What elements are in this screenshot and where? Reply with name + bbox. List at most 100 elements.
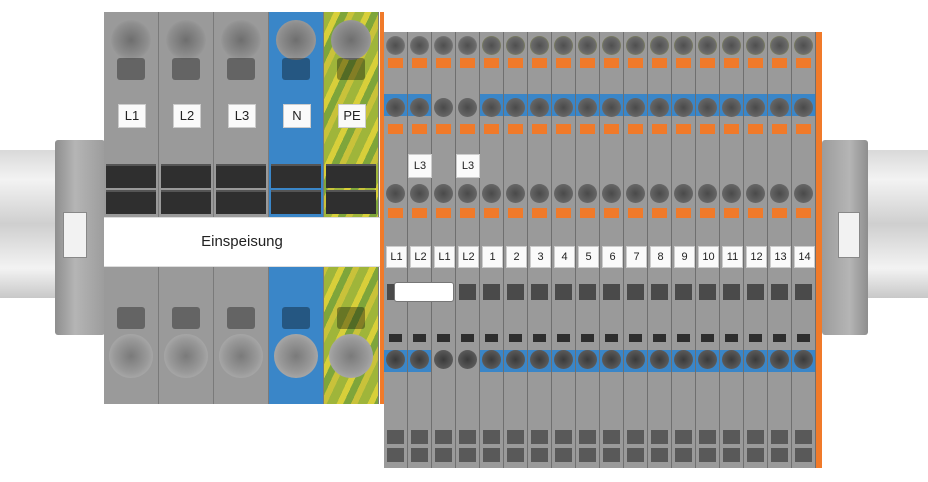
- jumper-slot: [216, 190, 266, 214]
- bottom-slot: [627, 448, 644, 462]
- end-bracket-left: [55, 140, 105, 335]
- push-button-orange: [628, 124, 643, 134]
- entry-circle: [650, 350, 669, 369]
- push-button-dark: [581, 334, 594, 342]
- dark-slot: [795, 284, 812, 300]
- entry-circle: [722, 184, 741, 203]
- terminal-label: 14: [794, 246, 815, 268]
- push-button-orange: [604, 208, 619, 218]
- entry-circle: [770, 36, 789, 55]
- screw-entry-bottom: [329, 334, 373, 378]
- distribution-terminal: 1: [480, 32, 504, 468]
- distribution-terminal: 12: [744, 32, 768, 468]
- push-button-dark: [509, 334, 522, 342]
- entry-circle: [602, 350, 621, 369]
- jumper-slot: [161, 190, 211, 214]
- push-button-orange: [772, 124, 787, 134]
- entry-circle: [602, 98, 621, 117]
- push-button-dark: [725, 334, 738, 342]
- bottom-slot: [747, 448, 764, 462]
- push-button-orange: [724, 208, 739, 218]
- entry-circle: [434, 36, 453, 55]
- terminal-label: 10: [698, 246, 719, 268]
- entry-circle: [482, 98, 501, 117]
- entry-circle: [674, 98, 693, 117]
- bottom-slot: [507, 448, 524, 462]
- push-button-dark: [389, 334, 402, 342]
- dark-slot: [771, 284, 788, 300]
- entry-circle: [410, 98, 429, 117]
- push-button-orange: [436, 124, 451, 134]
- push-button-orange: [628, 58, 643, 68]
- push-button-orange: [604, 124, 619, 134]
- terminal-label: 2: [506, 246, 527, 268]
- terminal-label: 6: [602, 246, 623, 268]
- wire-opening-bottom: [227, 307, 255, 329]
- entry-circle: [554, 98, 573, 117]
- push-button-orange: [676, 208, 691, 218]
- entry-circle: [578, 36, 597, 55]
- entry-circle: [674, 184, 693, 203]
- distribution-terminal: 11: [720, 32, 744, 468]
- screw-entry-bottom: [274, 334, 318, 378]
- bottom-slot: [675, 448, 692, 462]
- push-button-orange: [676, 124, 691, 134]
- jumper-slot: [106, 190, 156, 214]
- entry-circle: [554, 36, 573, 55]
- bottom-slot: [579, 448, 596, 462]
- bottom-slot: [603, 430, 620, 444]
- dark-slot: [747, 284, 764, 300]
- push-button-orange: [796, 58, 811, 68]
- dark-slot: [531, 284, 548, 300]
- entry-circle: [626, 98, 645, 117]
- entry-circle: [650, 184, 669, 203]
- entry-circle: [698, 184, 717, 203]
- push-button-orange: [748, 58, 763, 68]
- entry-circle: [458, 350, 477, 369]
- entry-circle: [386, 36, 405, 55]
- entry-circle: [770, 350, 789, 369]
- entry-circle: [458, 184, 477, 203]
- feed-terminal: L3: [214, 12, 269, 404]
- entry-circle: [554, 184, 573, 203]
- feed-label: L3: [228, 104, 256, 128]
- distribution-terminal: 14: [792, 32, 816, 468]
- entry-circle: [770, 98, 789, 117]
- bottom-slot: [531, 430, 548, 444]
- push-button-orange: [580, 124, 595, 134]
- entry-circle: [794, 36, 813, 55]
- push-button-orange: [388, 58, 403, 68]
- bottom-slot: [675, 430, 692, 444]
- entry-circle: [650, 36, 669, 55]
- jumper-slot: [161, 164, 211, 188]
- screw-entry-top: [276, 20, 316, 60]
- distribution-terminal: 3: [528, 32, 552, 468]
- terminal-label: 3: [530, 246, 551, 268]
- bottom-slot: [627, 430, 644, 444]
- terminal-label: L1: [434, 246, 455, 268]
- bottom-slot: [603, 448, 620, 462]
- push-button-orange: [652, 124, 667, 134]
- terminal-label: 9: [674, 246, 695, 268]
- terminal-label: L2: [410, 246, 431, 268]
- entry-circle: [530, 350, 549, 369]
- push-button-orange: [388, 208, 403, 218]
- bottom-slot: [555, 448, 572, 462]
- push-button-orange: [796, 208, 811, 218]
- bottom-slot: [579, 430, 596, 444]
- entry-circle: [722, 36, 741, 55]
- push-button-orange: [748, 208, 763, 218]
- entry-circle: [794, 98, 813, 117]
- bottom-slot: [483, 430, 500, 444]
- entry-circle: [722, 350, 741, 369]
- entry-circle: [410, 350, 429, 369]
- push-button-orange: [604, 58, 619, 68]
- entry-circle: [722, 98, 741, 117]
- end-plate: [816, 32, 822, 468]
- terminal-label: 12: [746, 246, 767, 268]
- terminal-label: 8: [650, 246, 671, 268]
- distribution-terminal: 9: [672, 32, 696, 468]
- entry-circle: [698, 350, 717, 369]
- entry-circle: [602, 184, 621, 203]
- push-button-dark: [701, 334, 714, 342]
